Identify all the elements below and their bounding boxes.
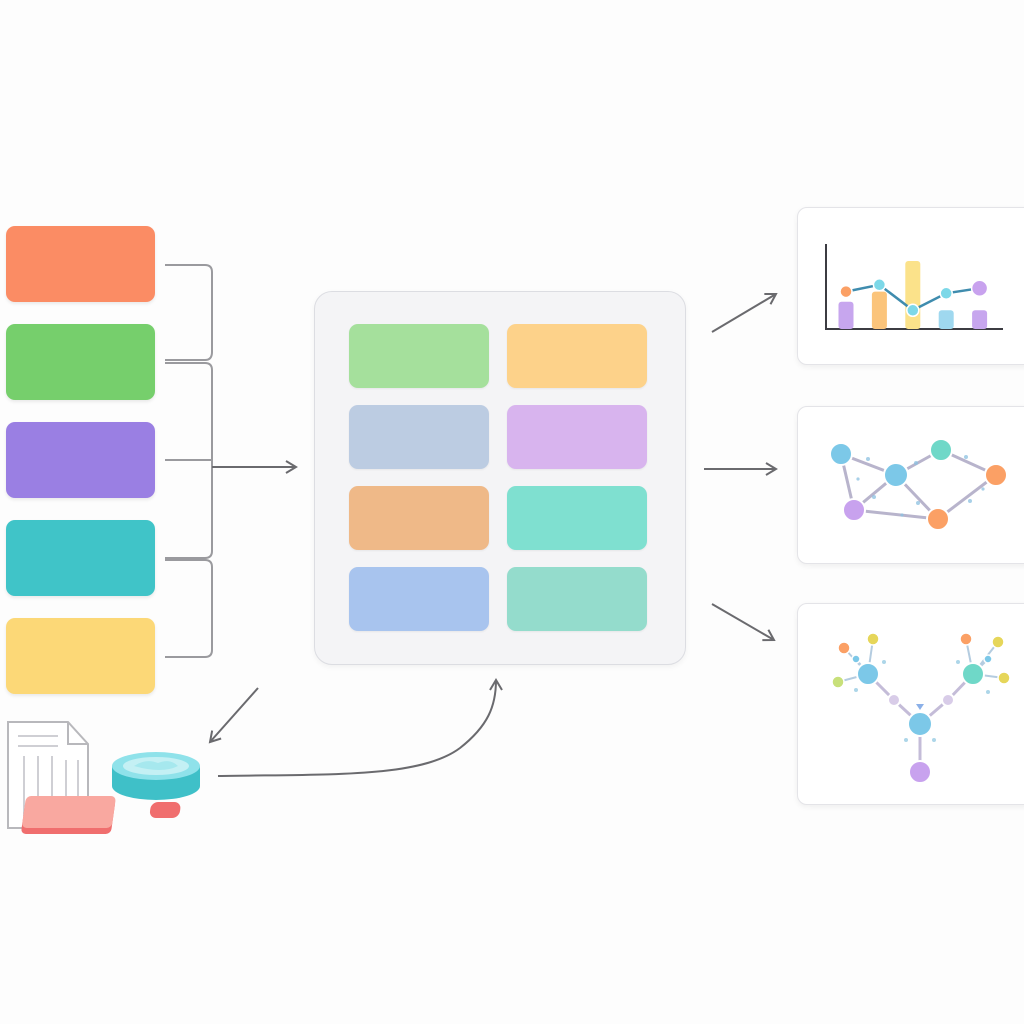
database-icon [112, 752, 200, 800]
chart-point [839, 284, 853, 299]
chart-bar [905, 261, 921, 329]
input-block-purple[interactable] [6, 422, 155, 498]
card-icon [21, 796, 181, 834]
tree-node [941, 693, 955, 707]
center-grid-panel [314, 291, 686, 665]
input-block-green[interactable] [6, 324, 155, 400]
tree-leaf-node [991, 635, 1005, 649]
network-graph-icon [829, 438, 1008, 531]
arrow-to-tree [711, 603, 776, 642]
chart-bar [972, 310, 988, 329]
output-card-network[interactable] [797, 406, 1024, 564]
tree-node [908, 760, 932, 784]
grid-cell-slate-blue[interactable] [349, 405, 489, 469]
tree-leaf-node [866, 632, 880, 646]
grid-cell-yellow[interactable] [507, 324, 647, 388]
document-icon [7, 721, 89, 829]
tree-node [961, 662, 985, 686]
tree-graph-icon [831, 632, 1011, 784]
chart-point [970, 279, 989, 297]
network-node [929, 438, 953, 462]
network-node [883, 462, 909, 488]
arrow-sources-to-center [217, 678, 503, 777]
chart-bar [838, 301, 854, 329]
grid-cell-green[interactable] [349, 324, 489, 388]
input-bracket [165, 264, 213, 658]
tree-leaf-node [997, 671, 1011, 685]
tree-node [856, 662, 880, 686]
output-card-chart[interactable] [797, 207, 1024, 365]
grid-cell-blue[interactable] [349, 567, 489, 631]
bar-chart-icon [825, 244, 1003, 330]
network-node [829, 442, 853, 466]
grid-cell-mint[interactable] [507, 486, 647, 550]
chart-point [872, 278, 887, 292]
network-node [842, 498, 866, 522]
grid-cell-orange[interactable] [349, 486, 489, 550]
tree-node [907, 711, 933, 737]
tree-leaf-node [851, 654, 861, 664]
input-block-teal[interactable] [6, 520, 155, 596]
chart-point [906, 303, 920, 318]
arrow-to-sources [208, 687, 259, 744]
tree-leaf-node [837, 641, 851, 655]
input-block-yellow[interactable] [6, 618, 155, 694]
arrow-to-chart [711, 292, 778, 333]
grid-cell-lavender[interactable] [507, 405, 647, 469]
input-block-orange[interactable] [6, 226, 155, 302]
tree-node [887, 693, 901, 707]
chart-bar [938, 310, 954, 329]
tree-leaf-node [831, 675, 845, 689]
tree-leaf-node [959, 632, 973, 646]
chart-bar [871, 291, 887, 329]
grid-cell-seafoam[interactable] [507, 567, 647, 631]
chart-point [939, 286, 953, 301]
network-node [984, 463, 1008, 487]
tree-leaf-node [983, 654, 993, 664]
output-card-tree[interactable] [797, 603, 1024, 805]
network-node [926, 507, 950, 531]
